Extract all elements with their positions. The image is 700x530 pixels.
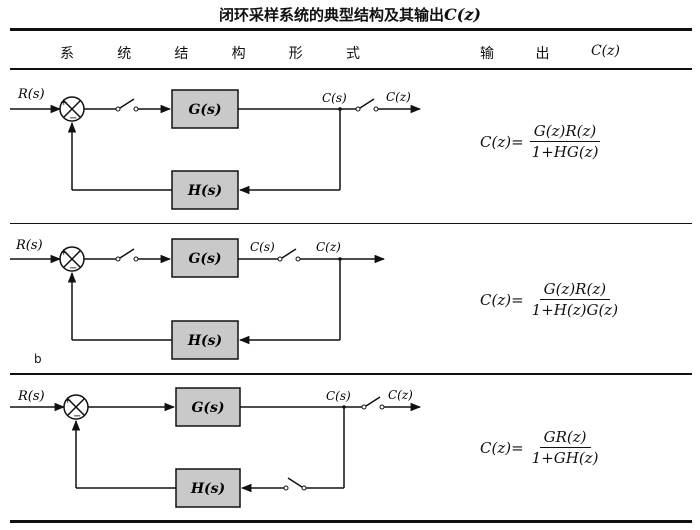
output-sampler-switch	[277, 248, 301, 262]
feedback-block	[171, 320, 239, 360]
signal-mid: C(s)	[322, 91, 347, 105]
summing-junction: + −	[59, 96, 85, 124]
svg-text:+: +	[60, 248, 68, 258]
forward-block-label: G(s)	[188, 251, 221, 267]
block-diagram-1: R(s) + − G(s) C(s) C(z) H(s)	[10, 87, 422, 210]
signal-out: C(z)	[316, 240, 341, 254]
svg-text:+: +	[64, 396, 72, 406]
formula-fraction: G(z)R(z) 1+HG(z)	[528, 122, 603, 161]
formula-numerator: G(z)R(z)	[539, 280, 611, 300]
signal-input: R(s)	[17, 87, 45, 102]
header-output-label: 输 出 C(z)	[480, 43, 620, 63]
feedback-block-label: H(s)	[187, 183, 222, 199]
formula-1: C(z)= G(z)R(z) 1+HG(z)	[480, 122, 602, 161]
header-char: 式	[345, 46, 360, 62]
signal-out: C(z)	[386, 90, 411, 104]
formula-denominator: 1+H(z)G(z)	[531, 301, 619, 319]
forward-block	[175, 387, 241, 427]
output-sampler-switch	[361, 396, 385, 410]
svg-text:−: −	[73, 411, 81, 422]
summing-junction: + −	[59, 246, 85, 274]
header-rule	[10, 68, 692, 70]
formula-numerator: GR(z)	[539, 428, 591, 448]
formula-lhs: C(z)=	[480, 290, 524, 309]
formula-2: C(z)= G(z)R(z) 1+H(z)G(z)	[480, 280, 622, 319]
table-title-text: 闭环采样系统的典型结构及其输出	[219, 6, 445, 24]
header-char: 出	[535, 46, 550, 62]
signal-mid: C(s)	[326, 389, 351, 403]
svg-text:+: +	[60, 98, 68, 108]
formula-fraction: G(z)R(z) 1+H(z)G(z)	[528, 280, 622, 319]
formula-lhs: C(z)=	[480, 438, 524, 457]
row-tag: b	[34, 352, 42, 366]
row-divider	[10, 373, 692, 375]
formula-denominator: 1+GH(z)	[531, 449, 599, 467]
summing-junction: + −	[63, 394, 89, 422]
top-rule	[10, 28, 692, 31]
header-char: 统	[117, 46, 132, 62]
svg-text:−: −	[69, 113, 77, 124]
sampler-switch	[115, 98, 139, 112]
sampler-switch	[115, 248, 139, 262]
header-char: 输	[480, 46, 494, 62]
table-title-var: C(z)	[444, 5, 481, 24]
feedback-sampler-switch	[283, 477, 307, 491]
formula-3: C(z)= GR(z) 1+GH(z)	[480, 428, 602, 467]
header-char: 结	[174, 46, 189, 62]
forward-block-label: G(s)	[191, 400, 224, 416]
block-diagram-2: R(s) + − G(s) C(s) C(z) H(s)	[10, 238, 386, 360]
header-output-var: C(z)	[590, 43, 620, 59]
formula-denominator: 1+HG(z)	[531, 143, 599, 161]
block-diagram-3: R(s) + − G(s) C(s) C(z) H(s)	[10, 387, 422, 508]
row-divider	[10, 223, 692, 224]
header-char: 构	[231, 46, 246, 62]
feedback-block	[175, 468, 241, 508]
formula-fraction: GR(z) 1+GH(z)	[528, 428, 603, 467]
signal-mid: C(s)	[250, 240, 275, 254]
header-char: 系	[60, 46, 74, 62]
feedback-block-label: H(s)	[190, 481, 225, 497]
forward-block	[171, 238, 239, 278]
table-title: 闭环采样系统的典型结构及其输出C(z)	[0, 4, 700, 25]
header-form-label: 系 统 结 构 形 式	[60, 43, 360, 63]
forward-block-label: G(s)	[188, 102, 221, 118]
output-sampler-switch	[355, 98, 379, 112]
signal-out: C(z)	[388, 388, 413, 402]
feedback-block-label: H(s)	[187, 333, 222, 349]
header-char: 形	[288, 46, 303, 62]
formula-numerator: G(z)R(z)	[529, 122, 601, 142]
formula-lhs: C(z)=	[480, 132, 524, 151]
feedback-block	[171, 170, 239, 210]
signal-input: R(s)	[15, 238, 43, 253]
bottom-rule	[10, 520, 692, 523]
svg-text:−: −	[69, 263, 77, 274]
signal-input: R(s)	[17, 389, 45, 404]
